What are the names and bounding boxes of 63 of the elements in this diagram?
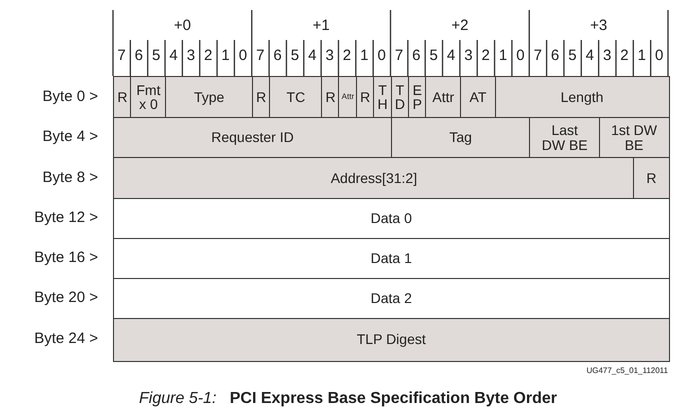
bit-number: 7 <box>394 47 404 64</box>
byte-offset-label: +1 <box>312 17 331 34</box>
register-field: Tag <box>390 117 531 158</box>
bit-number: 1 <box>636 47 647 64</box>
bit-number: 1 <box>359 47 370 64</box>
bit-number: 5 <box>151 47 162 64</box>
bit-number: 6 <box>411 47 422 64</box>
register-field: Attr <box>425 76 462 118</box>
row-label: Byte 20 > <box>33 289 98 306</box>
register-field: Length <box>494 76 670 118</box>
bit-number: 3 <box>463 47 474 64</box>
bit-number: 0 <box>654 47 664 64</box>
row-label: Byte 24 > <box>33 330 98 347</box>
byte-offset-label: +3 <box>589 17 608 34</box>
register-field: Data 0 <box>113 198 670 240</box>
register-field: Type <box>165 76 254 118</box>
row-label: Byte 4 > <box>42 128 98 145</box>
row-label: Byte 0 > <box>42 88 98 104</box>
bit-number: 7 <box>532 47 543 64</box>
bit-number: 6 <box>272 47 283 64</box>
register-field: Fmt x 0 <box>130 76 167 118</box>
register-field: Data 2 <box>113 278 670 320</box>
byte-offset-label: +0 <box>172 17 192 34</box>
bit-number: 1 <box>220 47 231 64</box>
bit-number: 4 <box>307 47 318 64</box>
bit-number: 6 <box>134 47 144 64</box>
bit-number: 2 <box>203 47 214 64</box>
register-field: AT <box>460 76 496 118</box>
bit-number: 3 <box>324 47 335 64</box>
bit-number: 7 <box>255 47 266 64</box>
register-field: TLP Digest <box>113 318 670 362</box>
bit-number: 3 <box>602 47 612 64</box>
bit-number: 3 <box>186 47 196 64</box>
register-field: R <box>633 157 670 200</box>
row-label: Byte 16 > <box>33 249 98 266</box>
bit-number: 7 <box>116 47 127 64</box>
bit-number: 5 <box>290 47 300 64</box>
bit-number: 4 <box>168 47 179 64</box>
bit-number: 1 <box>498 47 508 64</box>
bit-number: 2 <box>480 47 491 64</box>
bit-number: 2 <box>619 47 630 64</box>
row-label: Byte 8 > <box>42 168 98 186</box>
figure-id: UG477_c5_01_112011 <box>586 366 668 375</box>
register-field: TC <box>269 76 323 118</box>
bit-number: 0 <box>515 47 526 64</box>
register-field: Data 1 <box>113 238 670 280</box>
byte-offset-label: +2 <box>450 17 470 34</box>
bit-number: 5 <box>428 47 439 64</box>
bit-number: 5 <box>567 47 578 64</box>
bit-number: 4 <box>446 47 456 64</box>
register-field: Address[31:2] <box>113 157 635 200</box>
register-field: Attr <box>338 76 358 118</box>
bit-number: 4 <box>584 47 595 64</box>
row-label: Byte 12 > <box>33 209 98 226</box>
caption: Figure 5-1: PCI Express Base Specification Byte Order <box>138 390 558 408</box>
register-field: Last DW BE <box>529 117 600 158</box>
register-field: 1st DW BE <box>598 117 670 158</box>
register-field: T H <box>373 76 392 118</box>
bit-number: 0 <box>238 47 248 64</box>
register-field: Requester ID <box>113 117 392 158</box>
bit-number: 2 <box>342 47 352 64</box>
bit-number: 6 <box>550 47 560 64</box>
bit-number: 0 <box>376 47 387 64</box>
